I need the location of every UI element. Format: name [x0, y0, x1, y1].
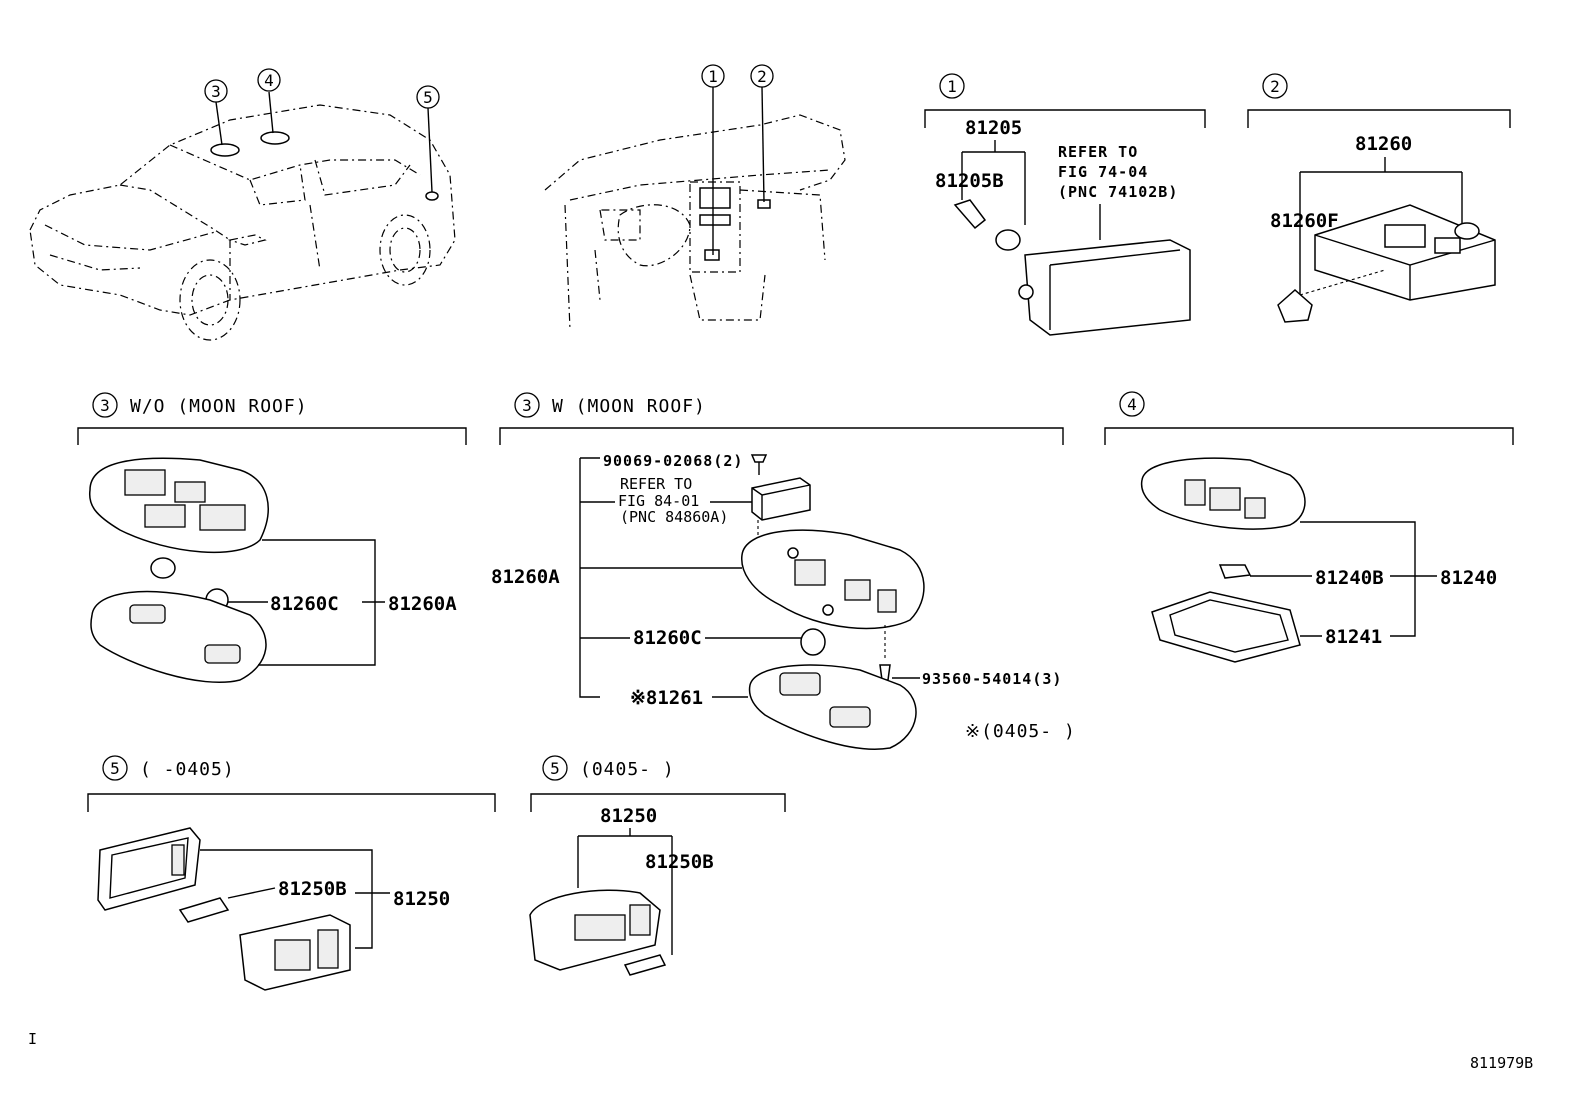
detail-5b-callout: 5	[550, 759, 560, 778]
part-81260f: 81260F	[1270, 210, 1339, 232]
detail-5a-callout: 5	[110, 759, 120, 778]
part-81260a-3a: 81260A	[388, 593, 457, 615]
part-81240b: 81240B	[1315, 567, 1384, 589]
svg-text:2: 2	[757, 67, 767, 86]
part-81205b: 81205B	[935, 170, 1004, 192]
figure-id: 811979B	[1470, 1054, 1533, 1072]
footer-left-mark: I	[28, 1030, 37, 1048]
bulb-icon	[150, 557, 176, 579]
room-lamp-housing-icon	[1140, 457, 1306, 530]
svg-text:5: 5	[423, 88, 433, 107]
car-callout-4: 4	[257, 68, 281, 92]
part-81261: ※81261	[630, 687, 703, 709]
detail-5a-heading: ( -0405)	[140, 759, 235, 780]
refer-fig-74-line-1: REFER TO	[1058, 143, 1138, 161]
car-callout-5: 5	[416, 85, 440, 109]
cargo-lamp-assembly-icon	[529, 889, 661, 971]
dashboard-overview-illustration	[544, 86, 846, 331]
screw-icon	[750, 454, 768, 475]
detail-1-group: 1 81205 81205B REFER TO FIG 74-04 (PNC 7…	[924, 73, 1206, 336]
detail-3b-heading: W (MOON ROOF)	[552, 396, 706, 417]
part-81260c-3b: 81260C	[633, 627, 702, 649]
map-lamp-lens-w-icon	[748, 664, 917, 750]
refer-fig-84-line-3: (PNC 84860A)	[620, 508, 728, 526]
detail-3a-callout: 3	[100, 396, 110, 415]
part-81241: 81241	[1325, 626, 1382, 648]
dash-callout-1: 1	[701, 64, 725, 88]
part-81250-5b: 81250	[600, 805, 657, 827]
svg-text:3: 3	[211, 82, 221, 101]
detail-2-group: 2 81260 81260F	[1247, 73, 1511, 323]
part-81250b-5a: 81250B	[278, 878, 347, 900]
detail-5a-group: 5 ( -0405) 81250B 81250	[87, 755, 496, 991]
part-81240: 81240	[1440, 567, 1497, 589]
part-81260c-3a: 81260C	[270, 593, 339, 615]
bulb-icon	[800, 628, 826, 656]
refer-fig-74-line-3: (PNC 74102B)	[1058, 183, 1178, 201]
svg-text:4: 4	[264, 71, 274, 90]
note-0405-from: ※(0405- )	[965, 721, 1076, 742]
dash-callout-2: 2	[750, 64, 774, 88]
detail-1-callout: 1	[947, 77, 957, 96]
car-overview-illustration	[29, 91, 456, 341]
detail-3b-callout: 3	[522, 396, 532, 415]
console-lamp-assembly-icon	[1277, 204, 1496, 323]
detail-5b-heading: (0405- )	[580, 759, 675, 780]
bulb-icon	[1218, 564, 1252, 579]
refer-fig-84-line-2: FIG 84-01	[618, 492, 699, 510]
map-lamp-housing-w-icon	[741, 529, 925, 630]
cargo-lamp-housing-icon	[239, 914, 351, 991]
cargo-lamp-lens-icon	[97, 827, 201, 911]
part-81260: 81260	[1355, 133, 1412, 155]
part-81250b-5b: 81250B	[645, 851, 714, 873]
room-lamp-lens-icon	[1151, 591, 1301, 663]
moon-roof-switch-icon	[751, 477, 811, 521]
bulb-icon	[953, 199, 1021, 251]
detail-4-group: 4 81240B 81240 81241	[1104, 391, 1514, 663]
map-lamp-lens-icon	[90, 590, 267, 684]
ashtray-lamp-housing-icon	[1018, 239, 1191, 336]
detail-3b-group: 3 W (MOON ROOF) 90069-02068(2) REFER TO …	[491, 392, 1076, 750]
bulb-icon	[623, 954, 667, 976]
refer-fig-74-line-2: FIG 74-04	[1058, 163, 1148, 181]
detail-3a-heading: W/O (MOON ROOF)	[130, 396, 308, 417]
screw-90069-02068: 90069-02068(2)	[603, 452, 743, 470]
refer-fig-84-line-1: REFER TO	[620, 475, 692, 493]
screw-93560-54014: 93560-54014(3)	[922, 670, 1062, 688]
detail-1-callout-circle	[939, 73, 965, 99]
detail-3a-group: 3 W/O (MOON ROOF) 81260C 81260A	[77, 392, 467, 684]
part-81205: 81205	[965, 117, 1022, 139]
bulb-icon	[178, 897, 230, 923]
detail-4-callout: 4	[1127, 395, 1137, 414]
part-81260a-3b: 81260A	[491, 566, 560, 588]
detail-2-callout: 2	[1270, 77, 1280, 96]
car-callout-3: 3	[204, 79, 228, 103]
svg-text:1: 1	[708, 67, 718, 86]
part-81250-5a: 81250	[393, 888, 450, 910]
detail-5b-group: 5 (0405- ) 81250 81250B	[529, 755, 786, 976]
map-lamp-housing-icon	[88, 457, 269, 554]
